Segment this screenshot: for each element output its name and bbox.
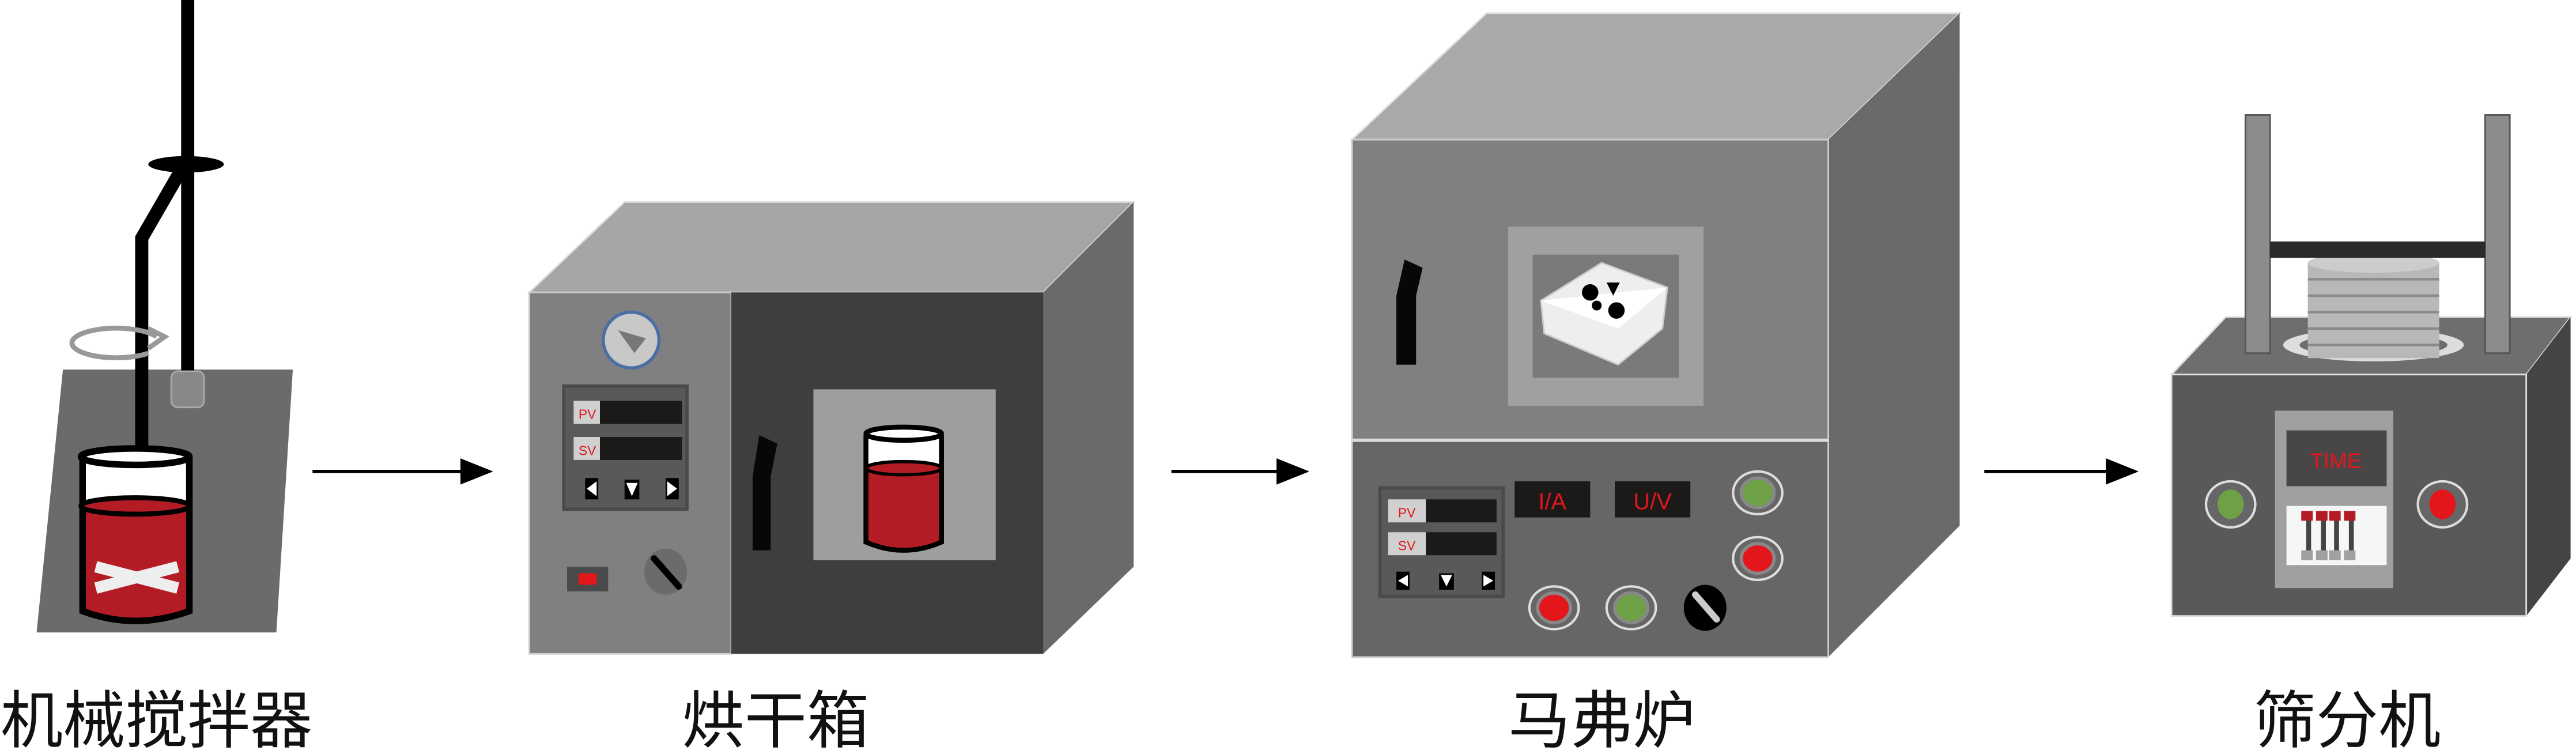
oven-knob[interactable] [644, 548, 688, 595]
drying-oven: PV SV 烘干箱 [527, 201, 1136, 754]
time-display: TIME [2310, 448, 2361, 473]
down-arrow-button[interactable] [624, 480, 640, 500]
dip-switches[interactable] [2286, 506, 2387, 566]
stirrer-clamp [170, 370, 205, 409]
sieve-shaker: TIME 筛分机 [2169, 114, 2573, 754]
muffle-furnace: PV SV I/A U/V 马弗炉 [1350, 12, 1962, 754]
crossbar [2270, 241, 2486, 258]
label-sieve-shaker: 筛分机 [2254, 684, 2441, 754]
power-indicator [566, 567, 609, 591]
pressure-gauge-icon [601, 310, 661, 370]
stirrer-shaft [135, 161, 190, 477]
label-drying-oven: 烘干箱 [682, 684, 869, 754]
oven-beaker [863, 424, 944, 553]
oven-temperature-controller[interactable]: PV SV [562, 384, 689, 511]
green-button[interactable] [1732, 470, 1784, 516]
beaker [77, 445, 193, 624]
left-post [2244, 114, 2271, 355]
label-muffle-furnace: 马弗炉 [1508, 684, 1695, 754]
right-post [2484, 114, 2511, 355]
red-button[interactable] [1732, 536, 1784, 582]
pv-label: PV [1398, 506, 1416, 521]
furnace-knob[interactable] [1683, 585, 1727, 631]
rotation-arrow-icon [69, 326, 158, 360]
current-display: I/A [1538, 489, 1566, 514]
start-button[interactable] [2204, 480, 2257, 529]
left-arrow-button[interactable] [585, 478, 599, 500]
stirrer-rod [181, 0, 195, 386]
sv-label: SV [1398, 538, 1416, 553]
furnace-door-handle[interactable] [1396, 259, 1423, 365]
pv-label: PV [579, 407, 596, 422]
crucible-with-samples [1540, 262, 1668, 366]
oven-door-handle[interactable] [753, 435, 777, 551]
stop-button[interactable] [1528, 585, 1580, 631]
down-arrow-button[interactable] [1439, 573, 1454, 590]
label-mechanical-stirrer: 机械搅拌器 [1, 684, 312, 754]
stop-button[interactable] [2416, 480, 2469, 529]
mechanical-stirrer: 机械搅拌器 [1, 0, 312, 754]
furnace-temperature-controller[interactable]: PV SV [1378, 486, 1505, 598]
sieve-stack [2307, 252, 2439, 359]
right-arrow-button[interactable] [1482, 571, 1495, 590]
start-button[interactable] [1605, 585, 1657, 631]
left-arrow-button[interactable] [1396, 571, 1410, 590]
voltage-display: U/V [1633, 489, 1672, 514]
stirrer-disk [148, 156, 224, 173]
stirrer-blade [94, 561, 180, 594]
right-arrow-button[interactable] [665, 478, 679, 500]
sv-label: SV [579, 443, 596, 458]
